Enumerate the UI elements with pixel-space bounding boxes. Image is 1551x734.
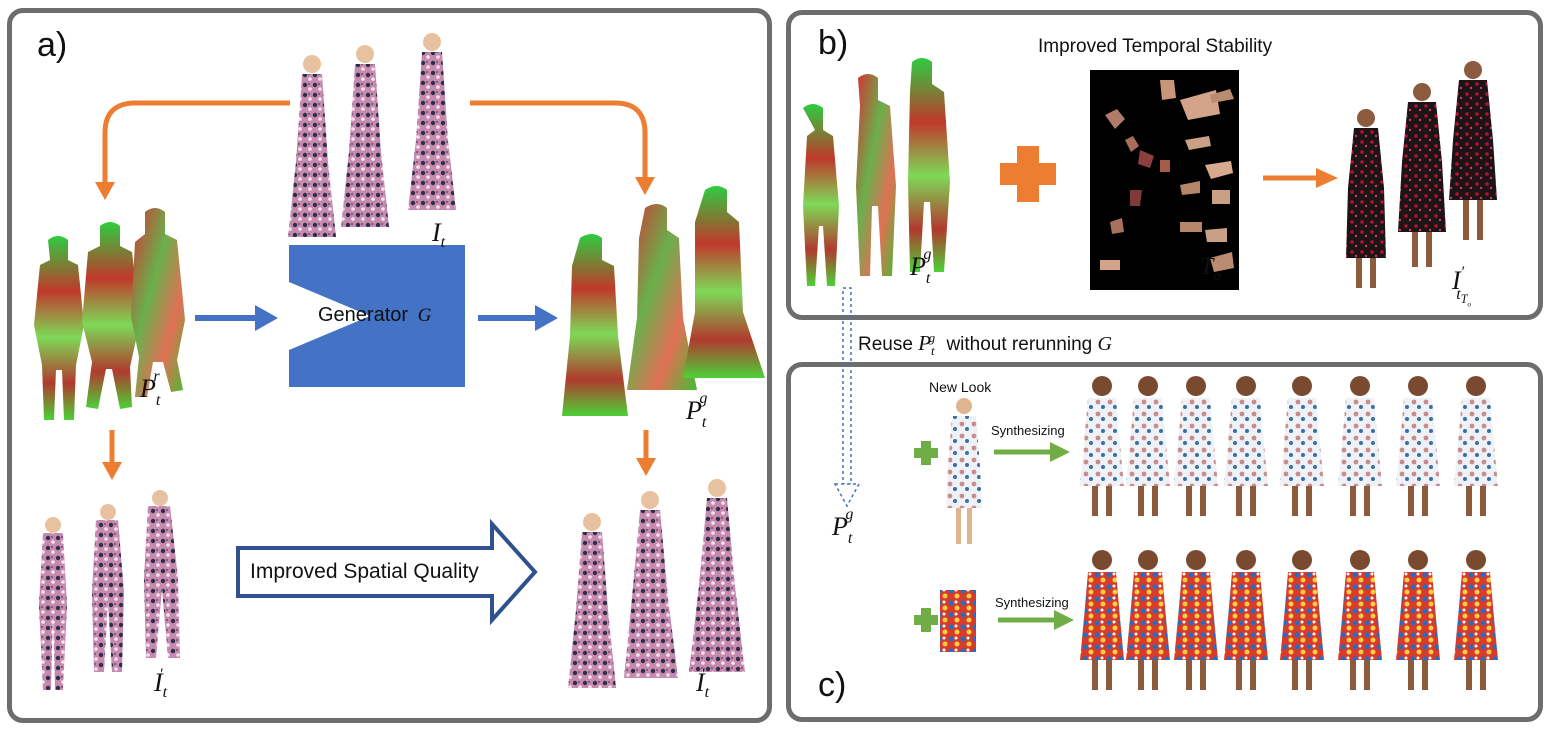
synthesizing-label-2: Synthesizing — [995, 595, 1069, 610]
generated-pose-figures — [562, 186, 765, 416]
generated-pose-label: Ptg — [686, 390, 708, 432]
texture-label: To — [1200, 254, 1221, 284]
output-left-label: It′ — [154, 666, 168, 702]
reuse-prefix: Reuse — [858, 334, 913, 355]
panel-b-output-label: I′tTo — [1452, 264, 1472, 309]
generator-label: Generator G — [318, 304, 431, 327]
input-image-label: It — [432, 218, 446, 252]
synthesizing-label-1: Synthesizing — [991, 423, 1065, 438]
rough-pose-label: Ptr — [140, 368, 161, 410]
synthesized-person-figure — [1454, 376, 1498, 516]
blue-arrow-from-generator — [535, 305, 558, 331]
output-figures-right — [568, 479, 745, 688]
orange-arrow-panel-b — [1316, 168, 1338, 188]
reuse-pose-label: Ptg — [832, 506, 854, 548]
synthesized-person-figure — [1338, 550, 1382, 690]
reuse-g-symbol: G — [1097, 333, 1112, 355]
panel-b-pose-figures — [803, 58, 950, 286]
synthesized-person-figure — [1174, 376, 1218, 516]
synthesized-person-figure — [1174, 550, 1218, 690]
reuse-pose-symbol: Ptg — [918, 330, 936, 359]
reuse-suffix: without rerunning — [946, 334, 1093, 355]
rough-pose-figures — [34, 208, 185, 420]
synthesized-row-colorful — [1080, 550, 1498, 690]
reuse-dashed-arrow — [833, 287, 861, 508]
blue-arrow-to-generator — [255, 305, 278, 331]
synthesized-person-figure — [1396, 550, 1440, 690]
panel-b-label: b) — [818, 24, 849, 62]
synthesized-person-figure — [1080, 376, 1124, 516]
synthesized-person-figure — [1454, 550, 1498, 690]
panel-b-title: Improved Temporal Stability — [1038, 36, 1273, 57]
synthesized-person-figure — [1338, 376, 1382, 516]
green-arrow-2 — [1054, 610, 1074, 630]
orange-arrow-down-right — [636, 458, 656, 476]
panel-b-output-figures — [1346, 61, 1497, 288]
output-figures-left — [39, 490, 180, 690]
green-arrow-1 — [1050, 442, 1070, 462]
texture-map-icon — [1090, 70, 1239, 290]
orange-arrow-left-curve — [102, 100, 290, 190]
improved-spatial-quality-label: Improved Spatial Quality — [250, 560, 479, 583]
orange-arrow-down-left — [102, 462, 122, 480]
generator-symbol: G — [417, 305, 432, 326]
synthesized-person-figure — [1280, 376, 1324, 516]
generator-text: Generator — [318, 304, 409, 326]
panel-c-label: c) — [818, 666, 847, 704]
synthesized-person-figure — [1224, 376, 1268, 516]
fabric-swatch-icon — [940, 590, 976, 652]
synthesized-person-figure — [1280, 550, 1324, 690]
synthesized-person-figure — [1126, 550, 1170, 690]
panel-b-pose-label: Ptg — [910, 246, 932, 288]
synthesized-person-figure — [1396, 376, 1440, 516]
synthesized-person-figure — [1080, 550, 1124, 690]
plus-icon — [1000, 146, 1056, 202]
orange-arrow-right-curve — [470, 100, 648, 183]
improved-spatial-quality-arrow — [236, 518, 538, 626]
synthesized-person-figure — [1224, 550, 1268, 690]
synthesized-person-figure — [1126, 376, 1170, 516]
panel-a-label: a) — [37, 26, 68, 64]
reuse-label: Reuse Ptg without rerunning G — [858, 330, 1112, 359]
output-right-label: It′ — [696, 666, 710, 702]
green-plus-icon-1 — [914, 441, 938, 465]
green-plus-icon-2 — [914, 608, 938, 632]
input-person-figures — [288, 33, 456, 237]
new-look-figure — [946, 398, 982, 544]
synthesized-row-white — [1080, 376, 1498, 516]
new-look-label: New Look — [929, 379, 992, 395]
